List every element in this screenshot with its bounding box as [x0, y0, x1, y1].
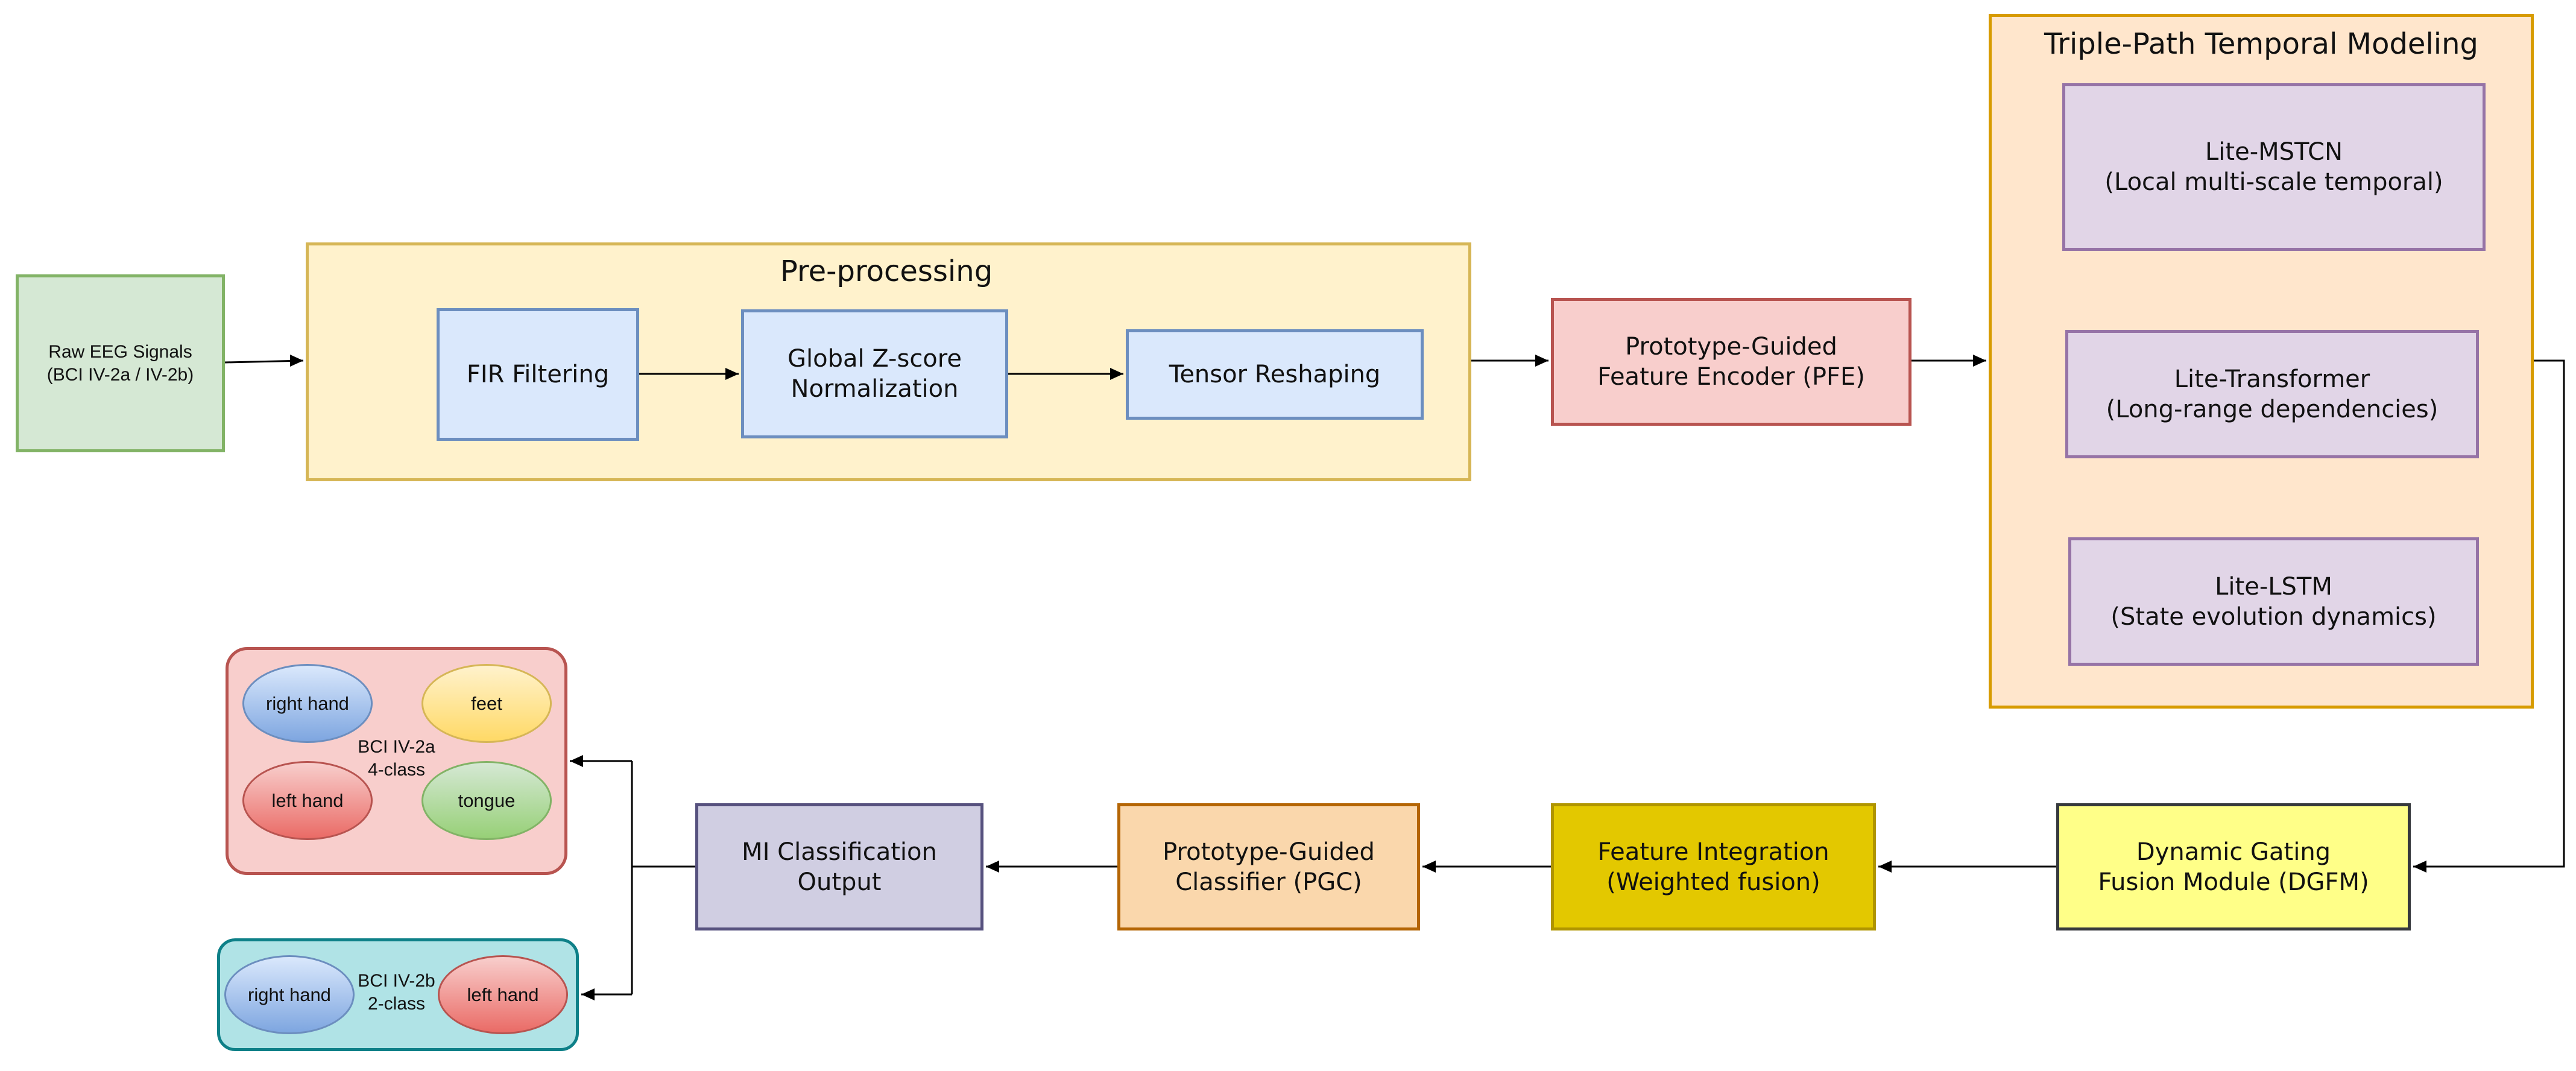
lite-mstcn-node: Lite-MSTCN (Local multi-scale temporal): [2062, 83, 2486, 251]
class-left-hand-2b: left hand: [438, 955, 568, 1034]
class-feet-2a: feet: [421, 664, 552, 743]
transformer-label-line2: (Long-range dependencies): [2106, 395, 2439, 423]
pfe-node: Prototype-Guided Feature Encoder (PFE): [1551, 298, 1911, 426]
bci-2a-class-count: 4-class: [367, 760, 426, 780]
bci-2a-dataset-label: BCI IV-2a: [358, 737, 435, 757]
lstm-label-line1: Lite-LSTM: [2215, 572, 2332, 601]
preprocessing-title: Pre-processing: [780, 254, 993, 288]
dgfm-node: Dynamic Gating Fusion Module (DGFM): [2056, 803, 2411, 930]
dgfm-label-line1: Dynamic Gating: [2136, 838, 2331, 866]
tensor-reshaping-label: Tensor Reshaping: [1169, 361, 1381, 388]
bci-2b-class-count: 2-class: [367, 994, 426, 1014]
output-label-line1: MI Classification: [742, 838, 937, 866]
zscore-normalization-node: Global Z-score Normalization: [741, 309, 1008, 438]
triple-path-title: Triple-Path Temporal Modeling: [2044, 27, 2479, 61]
class-tongue-2a: tongue: [421, 761, 552, 840]
integration-label-line1: Feature Integration: [1597, 838, 1829, 866]
bci-2b-dataset-label: BCI IV-2b: [358, 971, 435, 991]
pgc-label-line1: Prototype-Guided: [1163, 838, 1375, 866]
raw-eeg-signals-node: Raw EEG Signals (BCI IV-2a / IV-2b): [16, 274, 225, 452]
raw-eeg-label-line2: (BCI IV-2a / IV-2b): [46, 364, 194, 385]
fir-filtering-label: FIR Filtering: [466, 361, 610, 388]
zscore-label-line1: Global Z-score: [788, 345, 962, 373]
mstcn-label-line1: Lite-MSTCN: [2205, 138, 2343, 166]
output-label-line2: Output: [797, 868, 882, 896]
mi-output-node: MI Classification Output: [695, 803, 983, 930]
tensor-reshaping-node: Tensor Reshaping: [1126, 329, 1424, 420]
zscore-label-line2: Normalization: [791, 375, 959, 403]
class-left-hand-2a: left hand: [242, 761, 373, 840]
fir-filtering-node: FIR Filtering: [437, 308, 639, 441]
transformer-label-line1: Lite-Transformer: [2174, 365, 2370, 393]
class-right-hand-2b: right hand: [224, 955, 355, 1034]
integration-label-line2: (Weighted fusion): [1606, 868, 1820, 896]
class-right-hand-2a: right hand: [242, 664, 373, 743]
arrow-triple-to-dgfm: [2413, 359, 2565, 868]
pgc-label-line2: Classifier (PGC): [1175, 868, 1362, 896]
connector-output-split: [631, 761, 695, 994]
pfe-label-line1: Prototype-Guided: [1625, 333, 1837, 361]
raw-eeg-label-line1: Raw EEG Signals: [48, 341, 192, 362]
pgc-node: Prototype-Guided Classifier (PGC): [1117, 803, 1420, 930]
mstcn-label-line2: (Local multi-scale temporal): [2104, 168, 2443, 196]
lite-transformer-node: Lite-Transformer (Long-range dependencie…: [2065, 330, 2479, 458]
feature-integration-node: Feature Integration (Weighted fusion): [1551, 803, 1876, 930]
dgfm-label-line2: Fusion Module (DGFM): [2098, 868, 2369, 896]
pfe-label-line2: Feature Encoder (PFE): [1597, 363, 1865, 391]
lstm-label-line2: (State evolution dynamics): [2110, 602, 2437, 631]
lite-lstm-node: Lite-LSTM (State evolution dynamics): [2068, 537, 2479, 666]
